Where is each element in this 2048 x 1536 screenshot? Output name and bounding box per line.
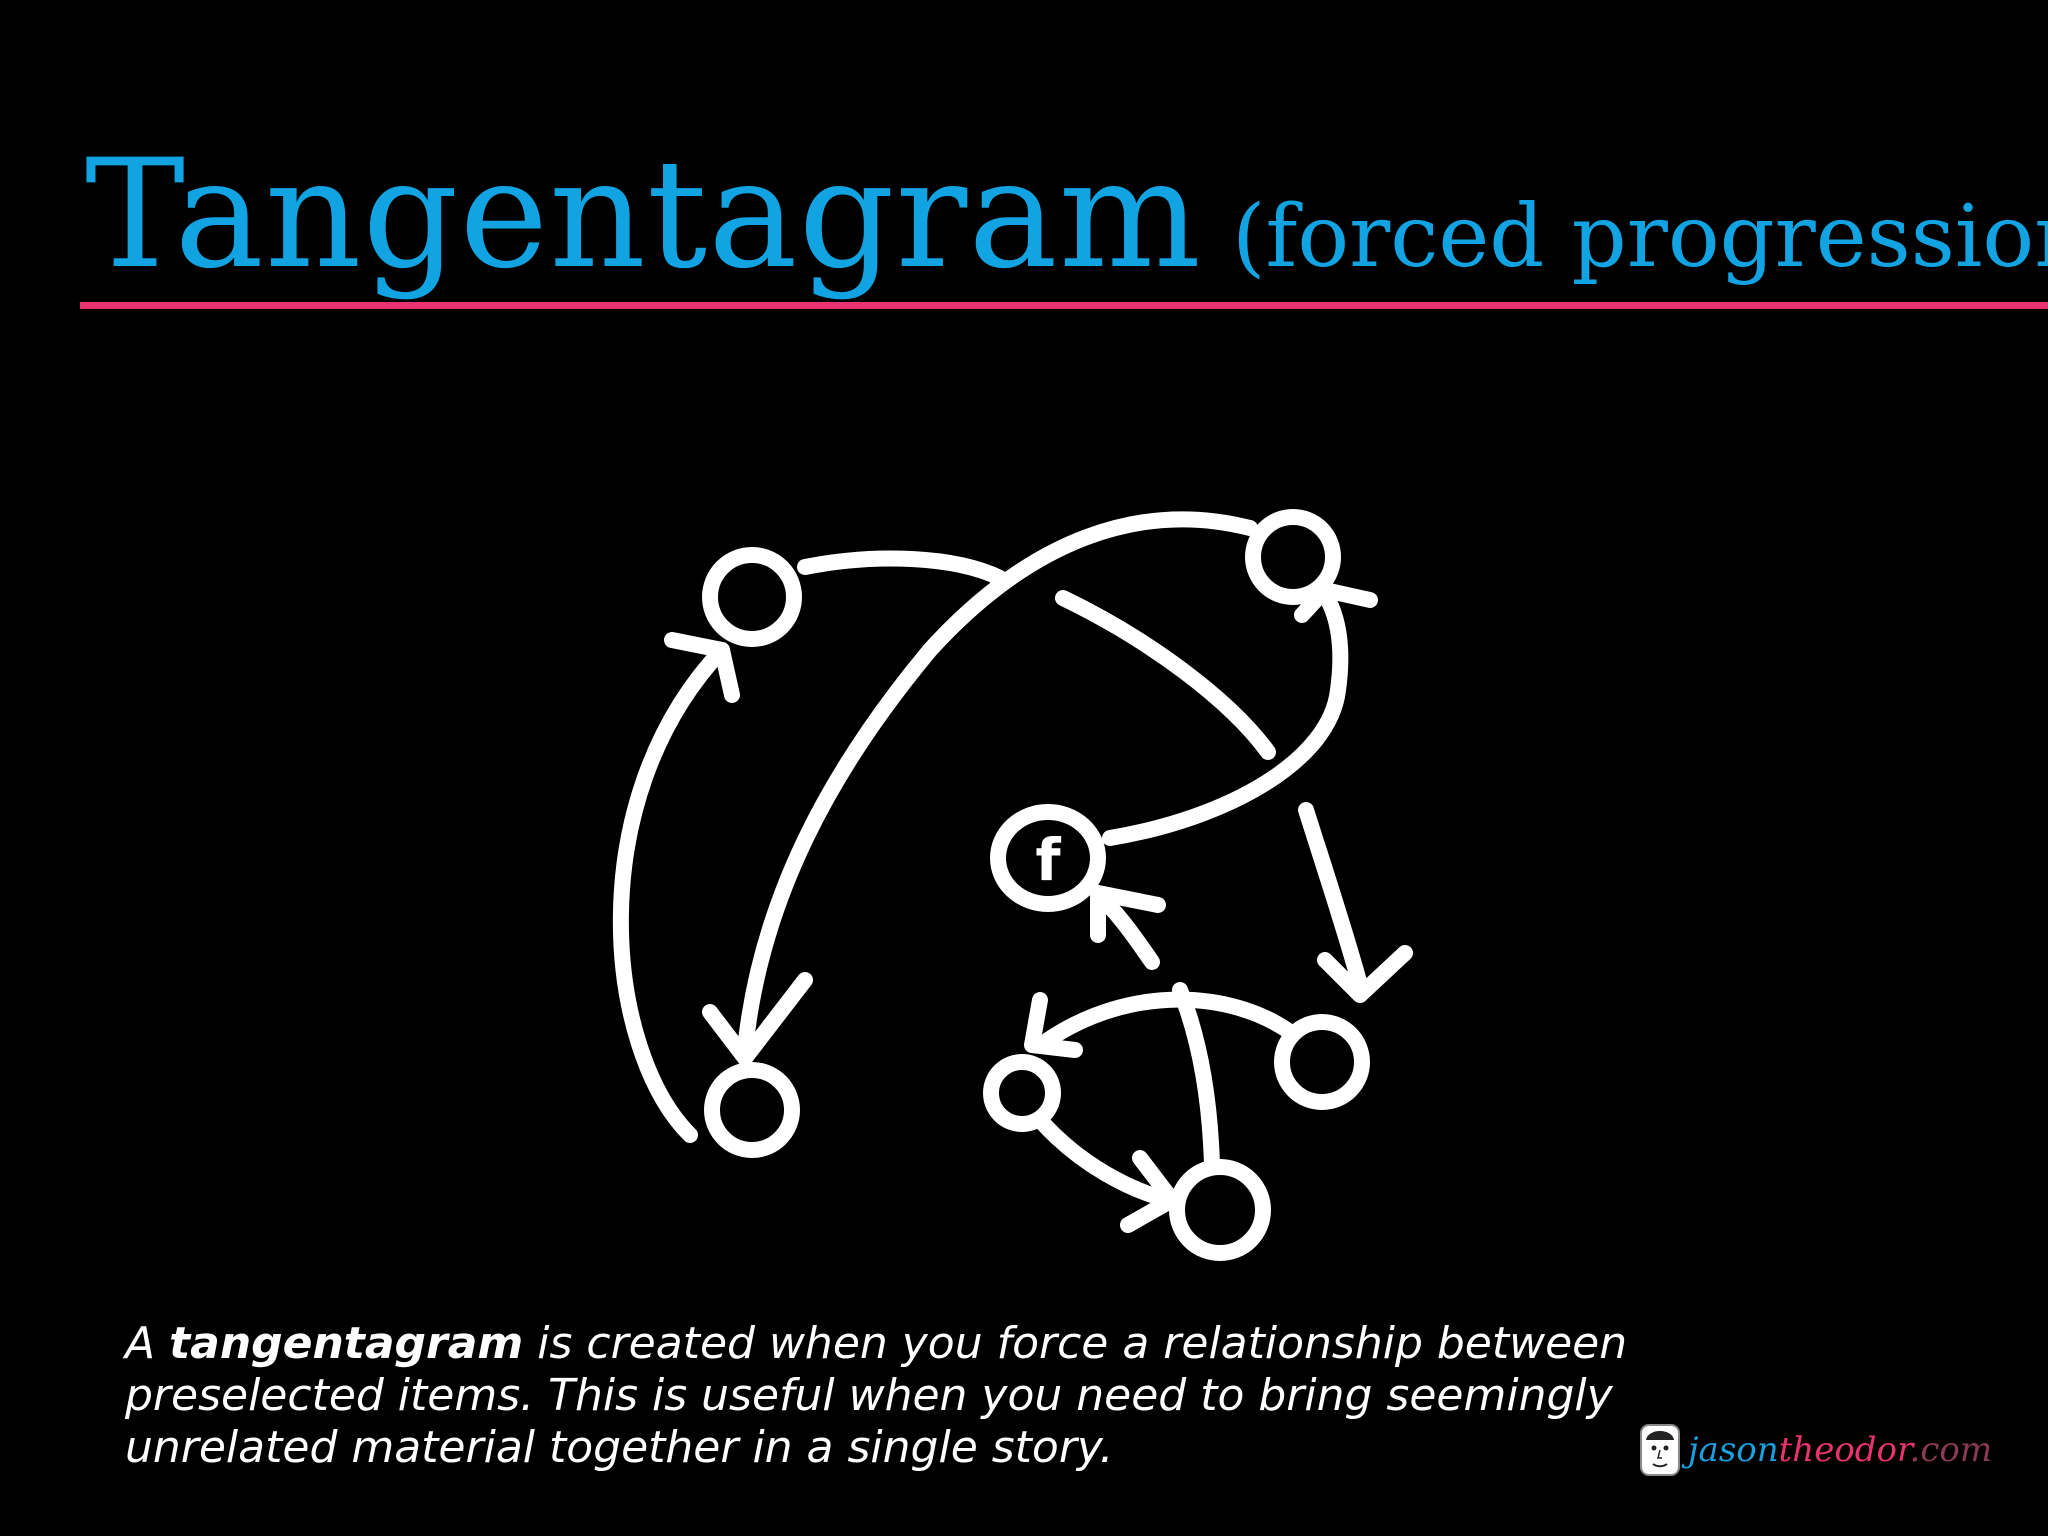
page-title: Tangentagram(forced progression): [85, 140, 2048, 290]
brand-part3: .com: [1909, 1430, 1993, 1470]
title-subtitle: (forced progression): [1231, 187, 2048, 287]
center-node: f: [990, 804, 1106, 912]
edge-right-to-mid: [1040, 991, 1298, 1048]
edge-topleft-arc: [797, 550, 1008, 586]
edge-center-to-topright: [1102, 587, 1349, 846]
face-sketch-icon: [1640, 1424, 1680, 1476]
arrowhead-center: [1090, 885, 1166, 943]
node-top-left: [702, 547, 802, 647]
caption-rest: is created when you force a relationship…: [125, 1318, 1628, 1473]
arrowhead-mid: [1024, 992, 1083, 1058]
edge-descend-to-right: [1298, 802, 1368, 993]
node-top-right: [1245, 509, 1341, 605]
caption-lead: A: [125, 1318, 170, 1369]
arrowhead-topright: [1294, 582, 1378, 623]
brand-logo[interactable]: jasontheodor.com: [1638, 1420, 1992, 1480]
node-mid: [983, 1054, 1061, 1132]
arrowhead-topleft: [664, 632, 740, 703]
brand-part2: theodor: [1778, 1430, 1910, 1470]
title-underline: [80, 302, 2048, 309]
edge-bottom-to-center: [1172, 982, 1220, 1173]
arrowhead-bottomleft: [702, 972, 813, 1066]
edge-bottomleft-to-topleft: [612, 642, 730, 1143]
arrowhead-right: [1317, 945, 1413, 1003]
center-node-label: f: [1035, 826, 1061, 894]
caption: A tangentagram is created when you force…: [125, 1318, 1645, 1474]
edge-mid-to-bottom: [1032, 1112, 1176, 1208]
node-bottom-left: [704, 1062, 800, 1158]
edge-top-to-right: [1055, 590, 1276, 760]
title-main: Tangentagram: [85, 128, 1202, 302]
caption-term: tangentagram: [169, 1318, 524, 1369]
brand-url: jasontheodor.com: [1688, 1430, 1992, 1470]
edge-topright-to-bottomleft: [737, 511, 1258, 1058]
brand-part1: jason: [1688, 1430, 1779, 1470]
arrowhead-bottom: [1120, 1150, 1180, 1233]
node-right: [1274, 1014, 1370, 1110]
node-bottom: [1169, 1159, 1271, 1261]
